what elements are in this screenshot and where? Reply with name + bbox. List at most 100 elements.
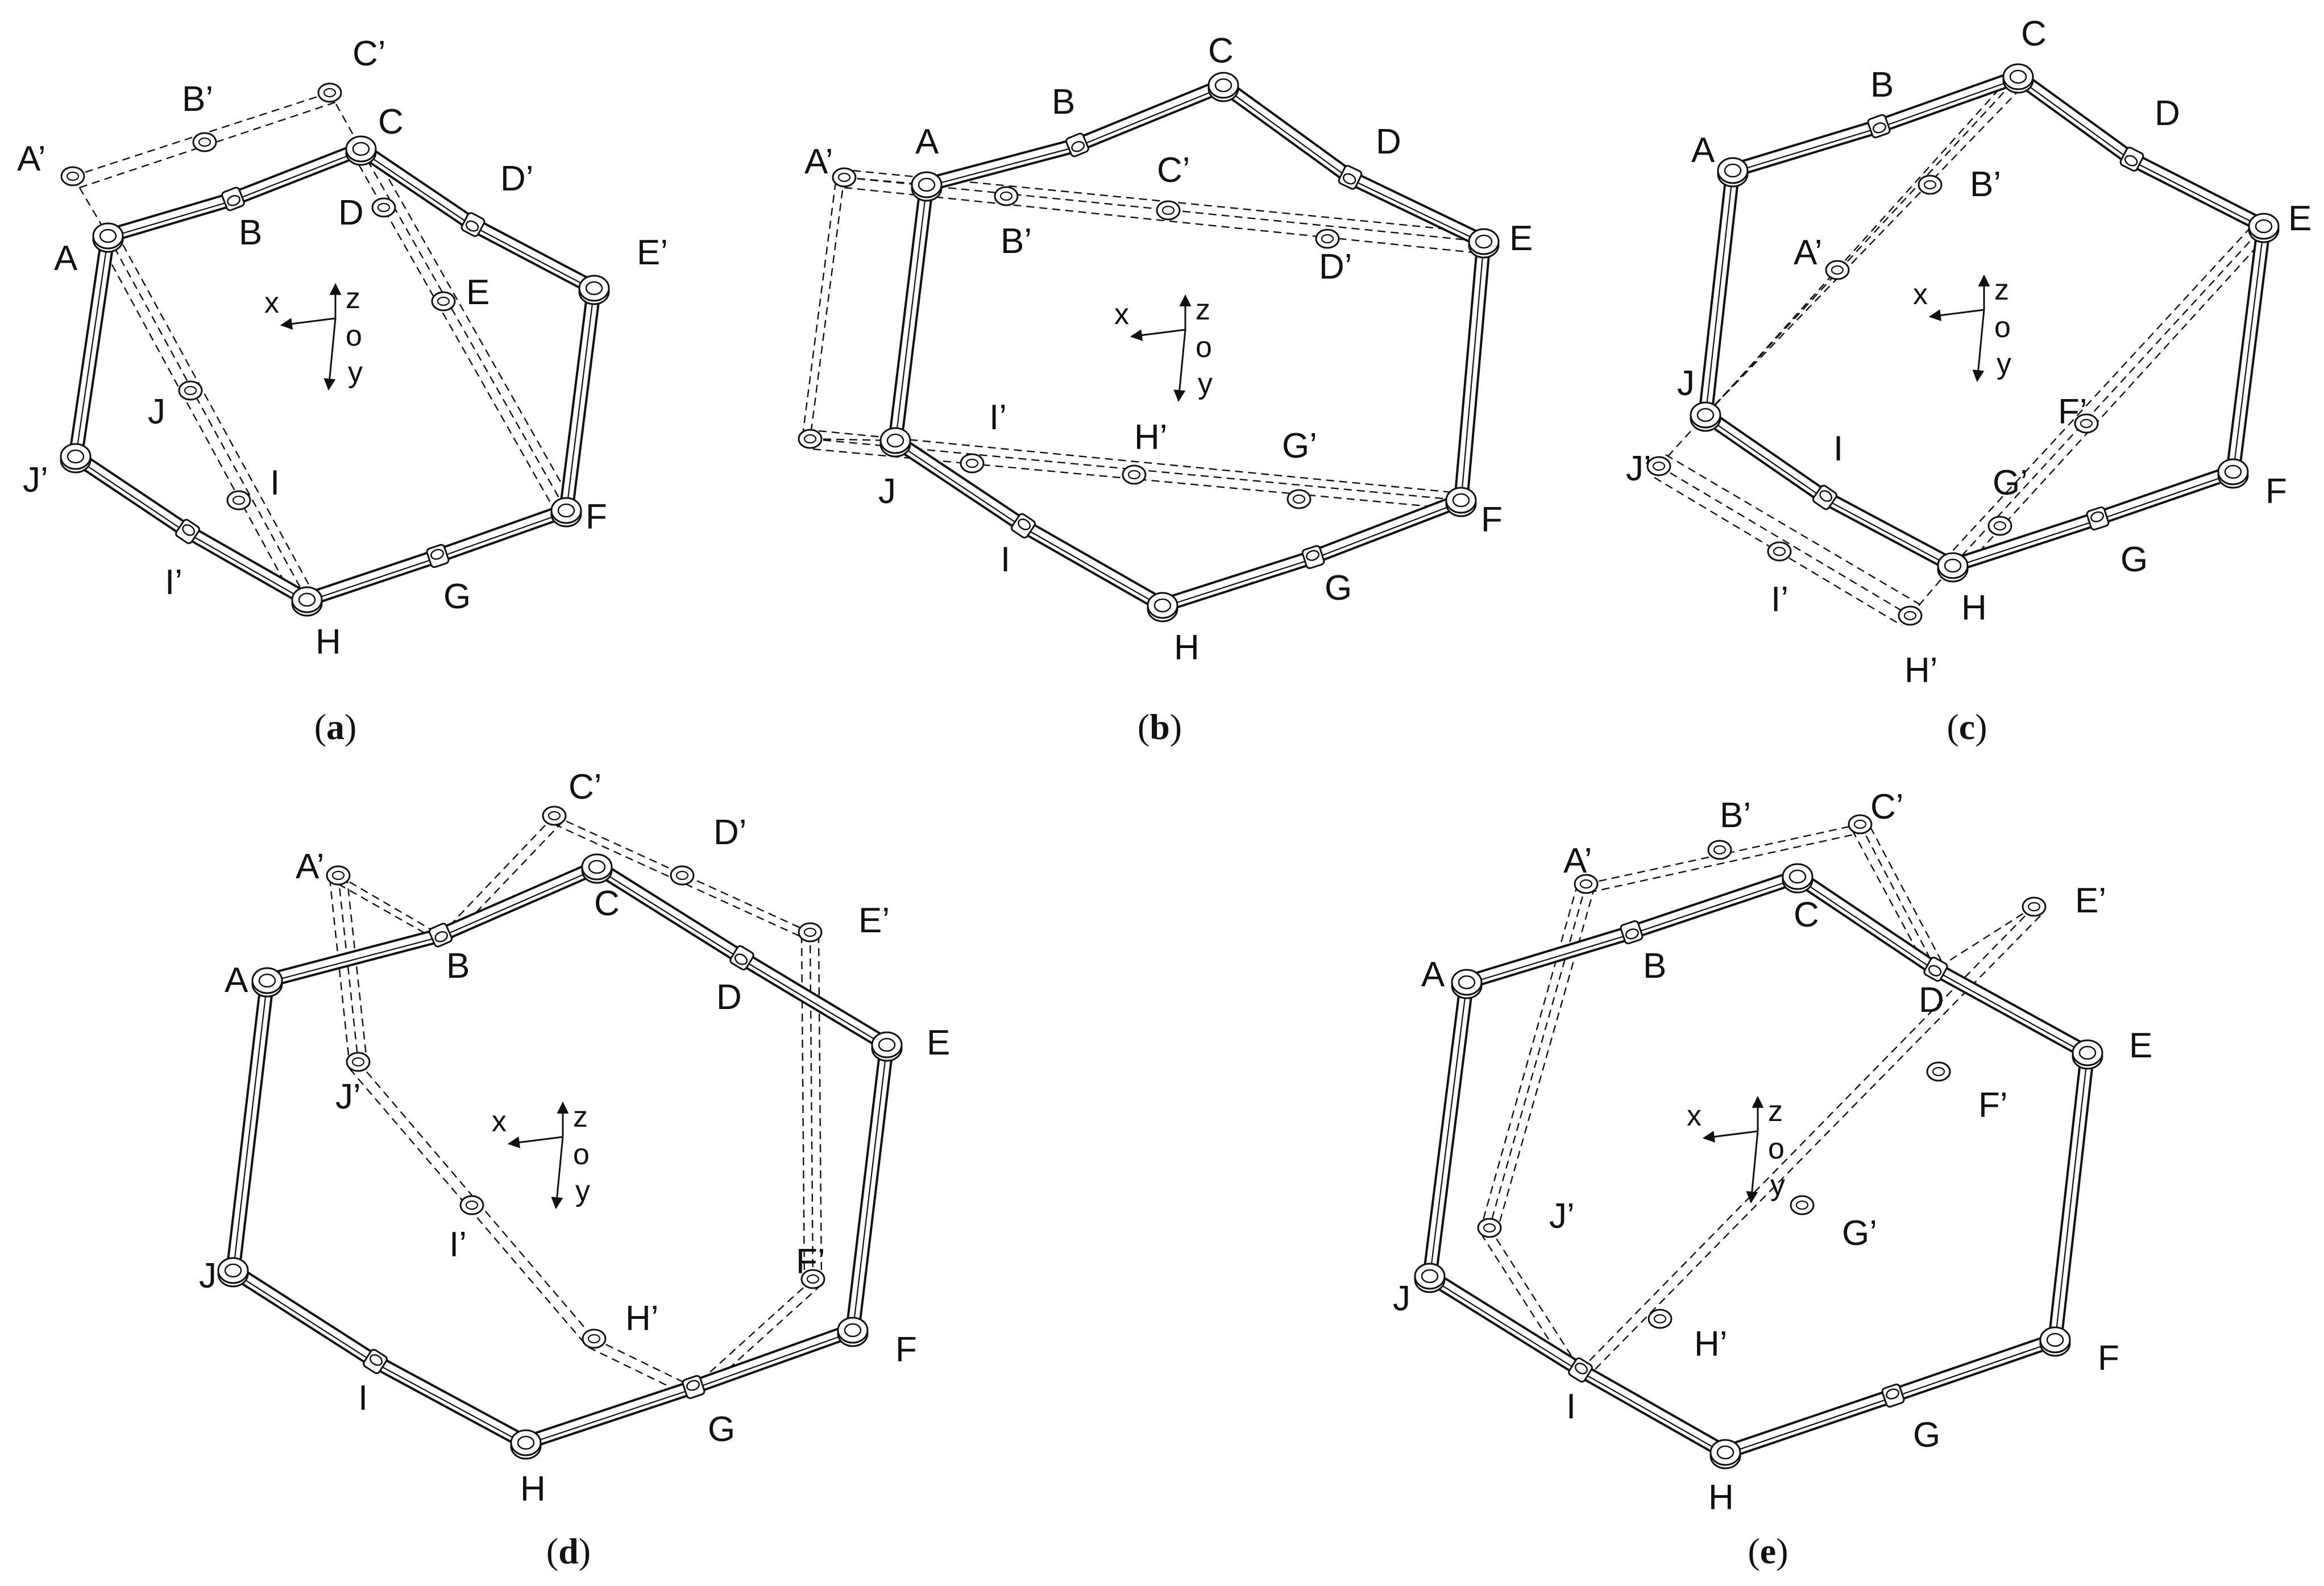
label-c-prime: C’	[352, 34, 386, 73]
joint-e	[1468, 228, 1500, 259]
joint-f	[1445, 487, 1477, 517]
x-axis	[1130, 329, 1186, 342]
joint-j	[60, 443, 92, 474]
ghost-joint-i-prime	[459, 1195, 484, 1215]
label-b: B	[1643, 946, 1666, 986]
ghost-joint-j-prime	[1646, 456, 1671, 476]
label-a-prime: A’	[804, 142, 833, 181]
label-b: B	[1052, 82, 1075, 122]
caption-c: (c)	[1947, 707, 1987, 747]
y-axis	[1972, 309, 1985, 383]
label-c-prime: C’	[1157, 151, 1190, 190]
axis-label-o: o	[573, 1138, 590, 1171]
label-d: D	[1376, 122, 1401, 161]
ghost-joint-g-prime	[1987, 516, 2012, 536]
label-e-prime: E’	[637, 233, 668, 272]
caption-d: (d)	[546, 1531, 591, 1571]
joint-c	[345, 135, 377, 166]
label-j: J	[1677, 364, 1695, 403]
axis-label-z: z	[1994, 273, 2009, 306]
axis-label-x: x	[1913, 278, 1928, 311]
joint-c	[1782, 863, 1813, 894]
axis-label-x: x	[264, 287, 279, 319]
label-h-prime: H’	[1694, 1325, 1728, 1364]
joint-h	[1937, 552, 1969, 583]
label-h: H	[1174, 628, 1200, 667]
label-h-prime: H’	[625, 1299, 659, 1338]
x-axis	[507, 1136, 563, 1149]
joint-g	[1301, 545, 1325, 570]
joint-a	[251, 967, 283, 998]
axis-label-z: z	[346, 282, 360, 315]
axis-label-z: z	[1196, 293, 1210, 326]
joint-b	[1065, 132, 1089, 157]
label-j: J	[878, 472, 896, 511]
ghost-joint-d-prime	[1315, 229, 1340, 249]
label-f-prime: F’	[1978, 1086, 2008, 1125]
joint-f	[2039, 1326, 2071, 1357]
joint-g	[682, 1375, 706, 1400]
ghost-joint-b-prime	[1707, 840, 1732, 860]
ghost-joint-c-prime	[542, 806, 567, 826]
ghost-joint-f-prime	[2074, 413, 2099, 434]
x-axis	[280, 317, 336, 330]
ghost-joint-a-prime	[832, 167, 857, 188]
label-g-prime: G’	[1993, 463, 2028, 503]
joint-b	[1620, 920, 1644, 945]
joint-c	[1207, 72, 1239, 102]
label-b-prime: B’	[182, 80, 213, 119]
joint-i	[1568, 1357, 1593, 1383]
joint-j	[217, 1257, 249, 1288]
joint-h	[291, 586, 323, 617]
joint-d	[460, 212, 485, 237]
label-b: B	[1870, 65, 1894, 105]
label-i: I	[358, 1379, 368, 1418]
joint-i	[175, 518, 200, 545]
label-j-prime: J’	[1549, 1197, 1575, 1236]
label-g-prime: G’	[1842, 1214, 1877, 1253]
ghost-joint-i-prime	[1767, 541, 1792, 562]
label-g: G	[2120, 540, 2148, 579]
x-axis	[1928, 309, 1985, 322]
joint-d	[1338, 165, 1363, 190]
label-e-prime: E’	[858, 901, 890, 940]
label-f: F	[895, 1330, 917, 1369]
label-e: E	[466, 273, 489, 312]
axis-label-y: y	[1770, 1169, 1785, 1202]
label-h: H	[520, 1469, 546, 1509]
label-j: J	[148, 392, 165, 431]
label-b-prime: B’	[1720, 796, 1751, 835]
joint-a	[92, 222, 124, 253]
ghost-joint-g-prime	[1287, 489, 1312, 509]
joint-h	[1147, 592, 1178, 622]
label-d: D	[2155, 94, 2180, 133]
axis-label-y: y	[348, 356, 363, 389]
joint-c	[581, 853, 613, 884]
axis-label-o: o	[1994, 311, 2011, 344]
ghost-joint-h-prime	[1647, 1309, 1673, 1329]
label-g: G	[708, 1410, 735, 1449]
label-j-2: J’	[23, 460, 48, 500]
label-d: D	[1919, 981, 1944, 1020]
joint-i	[1011, 513, 1036, 539]
label-c: C	[1208, 31, 1234, 70]
label-e: E	[1509, 219, 1533, 258]
label-h: H	[316, 622, 341, 662]
dashed-links	[1654, 70, 2269, 626]
joint-e	[871, 1031, 903, 1062]
ghost-joint-h-prime	[1122, 464, 1147, 485]
label-a-prime: A’	[1563, 841, 1592, 881]
ghost-joint-f-prime	[1926, 1061, 1951, 1082]
ghost-joint-a-prime	[60, 166, 85, 186]
label-e: E	[2288, 199, 2311, 238]
axis-label-z: z	[1768, 1095, 1783, 1128]
label-i: I	[1001, 540, 1010, 579]
label-h: H	[1961, 588, 1987, 628]
